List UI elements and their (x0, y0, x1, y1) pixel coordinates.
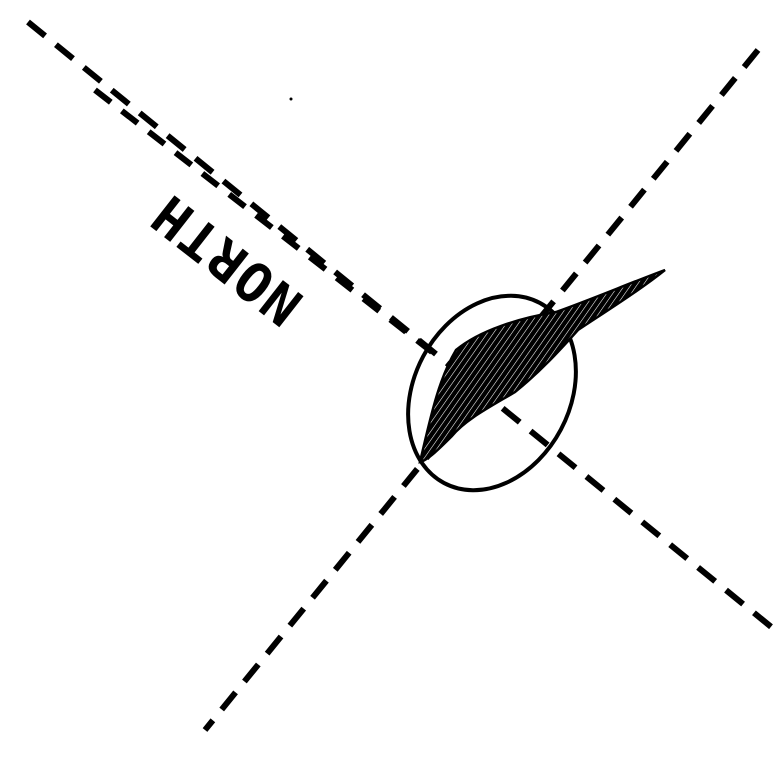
north-label: NORTH (139, 182, 314, 338)
pointer-shape (420, 270, 665, 462)
ink-speck (290, 98, 293, 101)
